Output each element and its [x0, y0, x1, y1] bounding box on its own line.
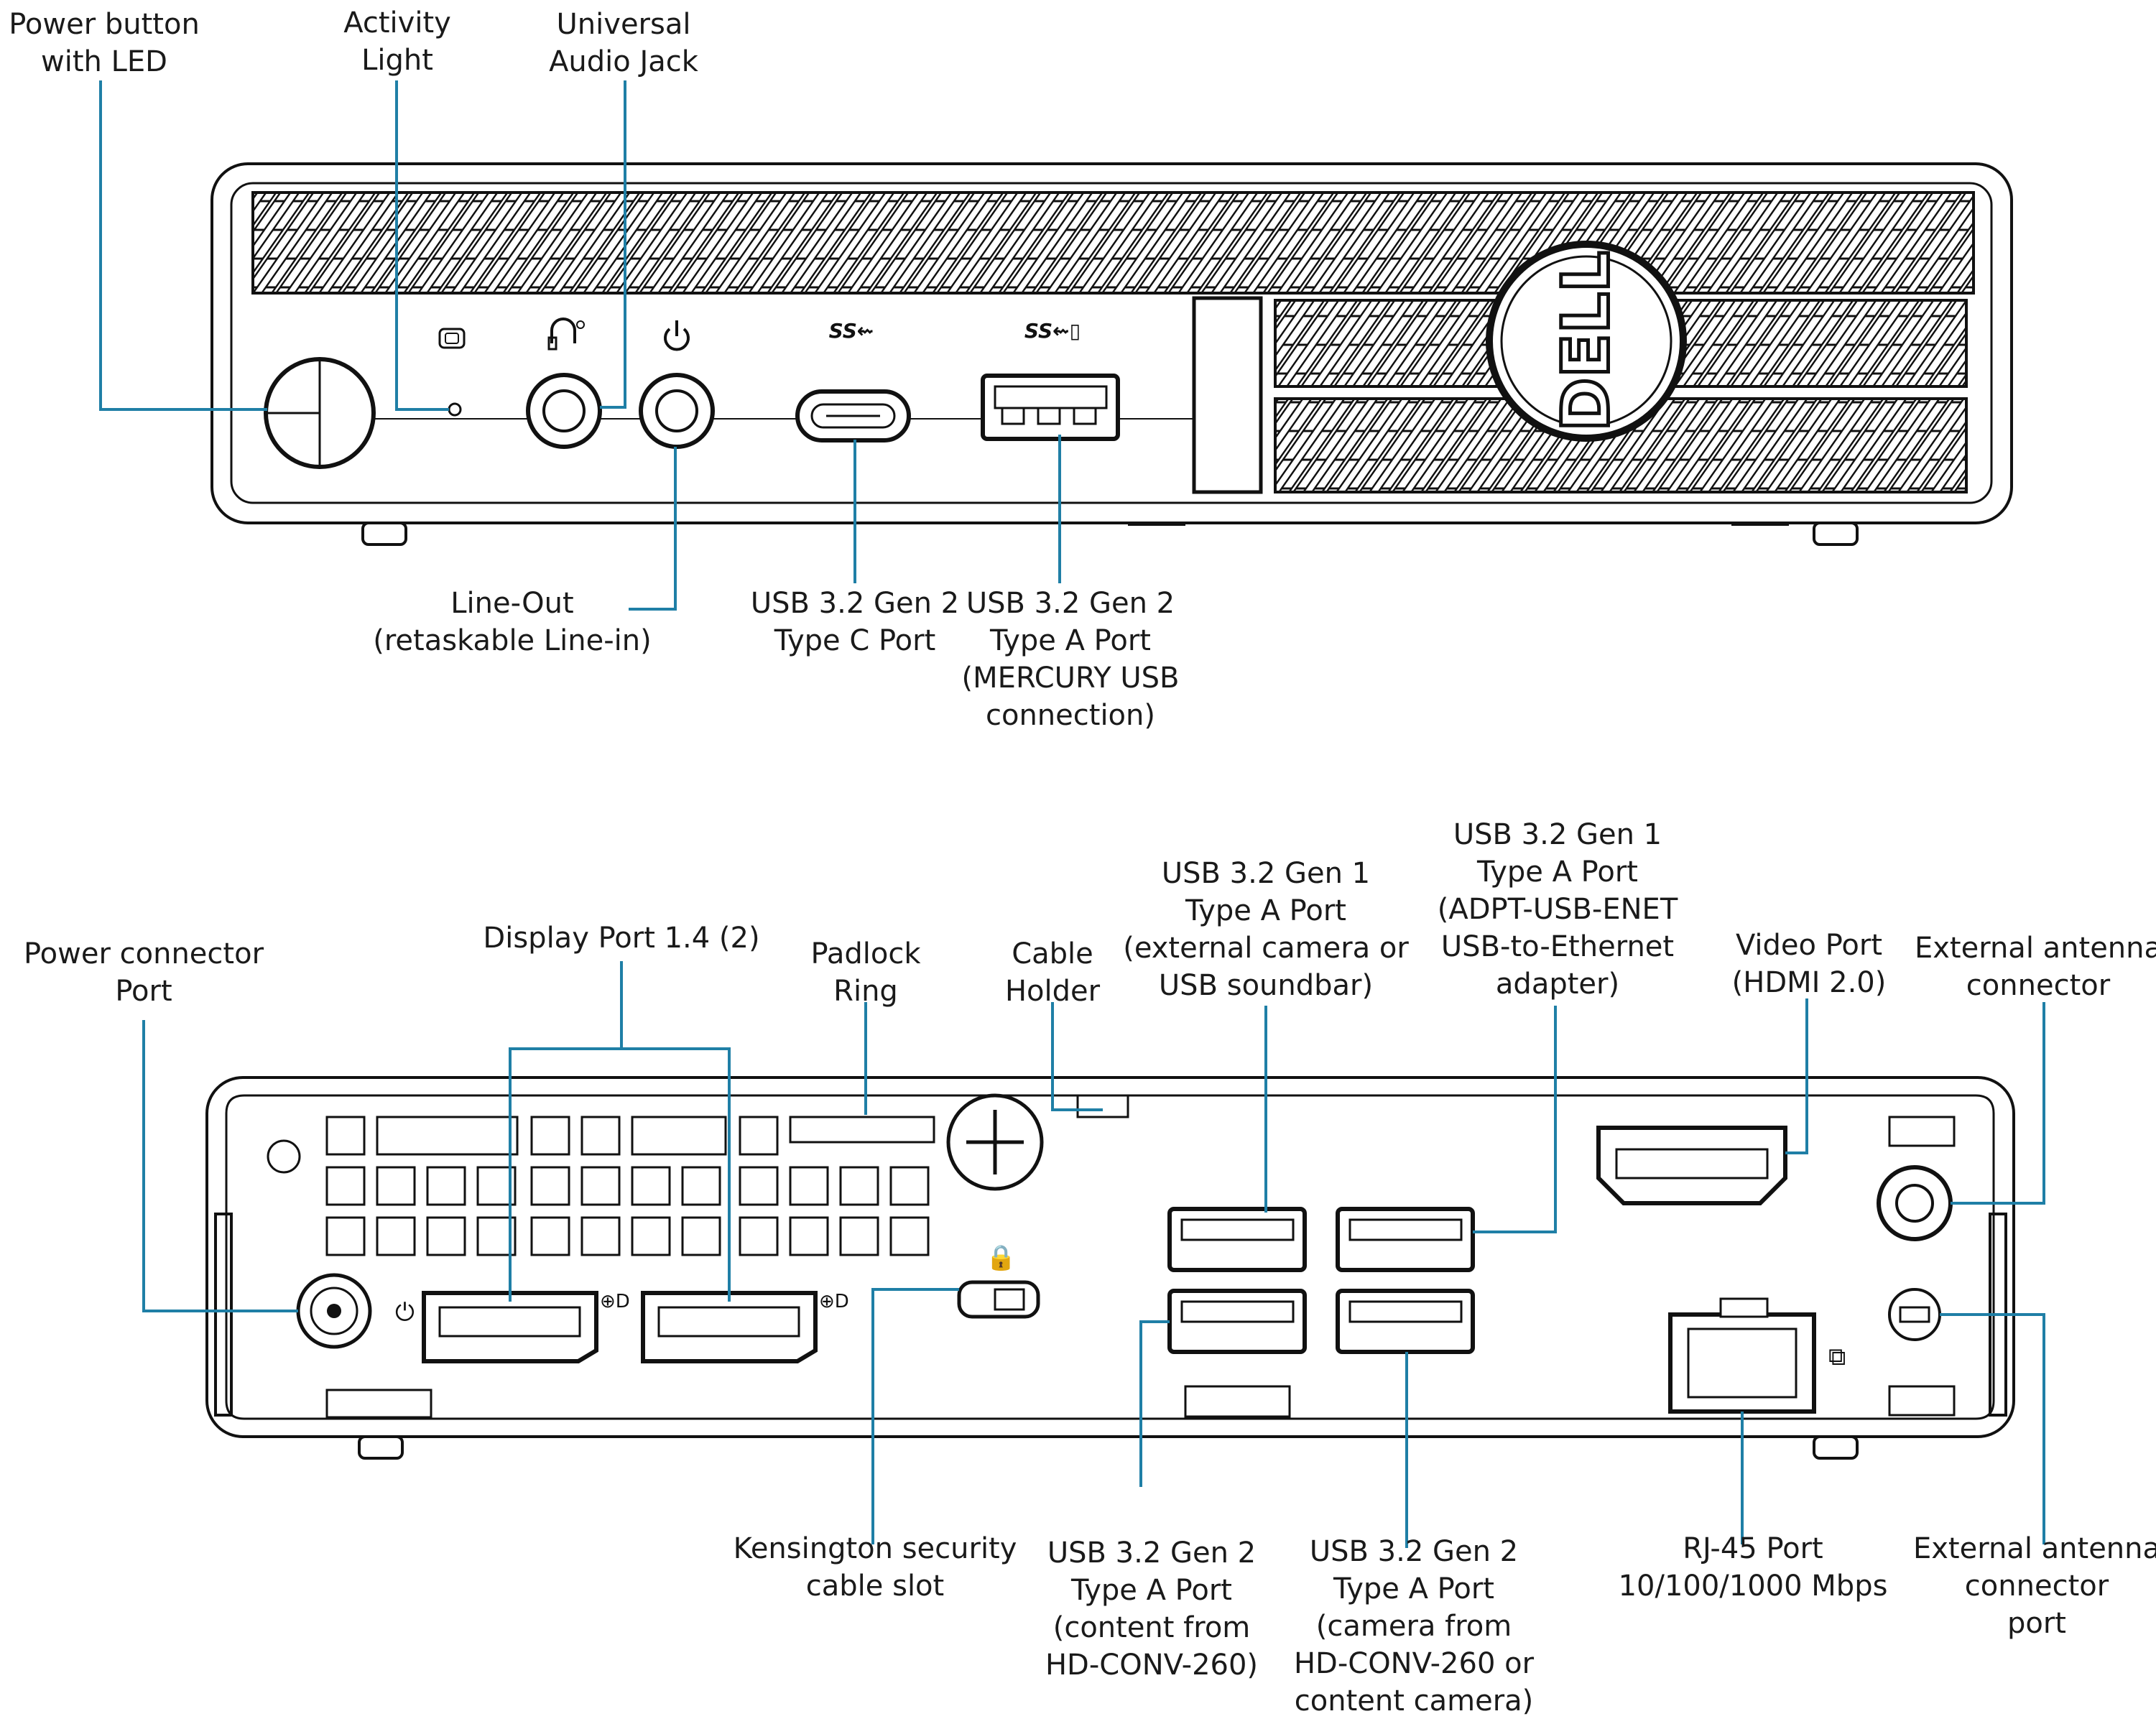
rear-callout-lines [142, 961, 2045, 1548]
power-connector-port[interactable] [296, 1273, 372, 1349]
front-callout-lines [99, 80, 1061, 611]
display-port-1[interactable] [422, 1291, 598, 1363]
dell-logo: DELL [1486, 241, 1687, 442]
cable-holder [946, 1093, 1129, 1191]
power-button[interactable] [264, 357, 376, 469]
dp-icon-2: ⊕D [819, 1291, 849, 1312]
display-port-2[interactable] [641, 1291, 818, 1363]
lock-icon: 🔒 [986, 1243, 1016, 1272]
network-icon: ⧉ [1828, 1343, 1846, 1371]
external-antenna-connector-top[interactable] [1877, 1165, 1953, 1241]
universal-audio-jack[interactable] [526, 373, 602, 449]
superspeed-icon: SS⇜ [829, 319, 874, 343]
usb-a-rear-bottom-right[interactable] [1336, 1289, 1475, 1354]
usb-a-rear-top-right[interactable] [1336, 1207, 1475, 1272]
activity-light [448, 402, 462, 417]
rear-clip-bottom [1888, 1385, 1956, 1417]
chassis-screw [267, 1139, 301, 1174]
label-video-port: Video Port(HDMI 2.0) [1731, 929, 1887, 999]
rear-clip-top [1888, 1116, 1956, 1147]
usb-a-front-port[interactable] [981, 374, 1120, 441]
front-vents [251, 191, 1975, 494]
superspeed-charge-icon: SS⇜▯ [1024, 319, 1081, 343]
rear-vent-grille [325, 1116, 935, 1256]
usb-a-rear-bottom-left[interactable] [1167, 1289, 1307, 1354]
service-tab [1184, 1385, 1291, 1418]
headset-icon [547, 318, 585, 351]
label-display-port: Display Port 1.4 (2) [483, 922, 760, 955]
usb-c-port[interactable] [795, 389, 911, 442]
line-out-jack[interactable] [639, 373, 715, 449]
external-antenna-connector-bottom[interactable] [1888, 1288, 1941, 1341]
power-plug-icon: ⏻ [395, 1298, 415, 1327]
label-line-out: Line-Out(retaskable Line-in) [373, 587, 652, 657]
rj45-port[interactable] [1668, 1297, 1816, 1414]
rear-chassis [205, 1076, 2015, 1460]
usb-a-rear-top-left[interactable] [1167, 1207, 1307, 1272]
dell-logo-text: DELL [1549, 251, 1624, 432]
kensington-slot[interactable] [957, 1280, 1040, 1319]
hdmi-port[interactable] [1596, 1126, 1787, 1205]
dp-icon-1: ⊕D [600, 1291, 630, 1312]
front-chassis [210, 162, 2013, 546]
rear-tab-left [325, 1389, 432, 1419]
line-out-icon [664, 320, 690, 351]
drive-icon [438, 328, 466, 349]
